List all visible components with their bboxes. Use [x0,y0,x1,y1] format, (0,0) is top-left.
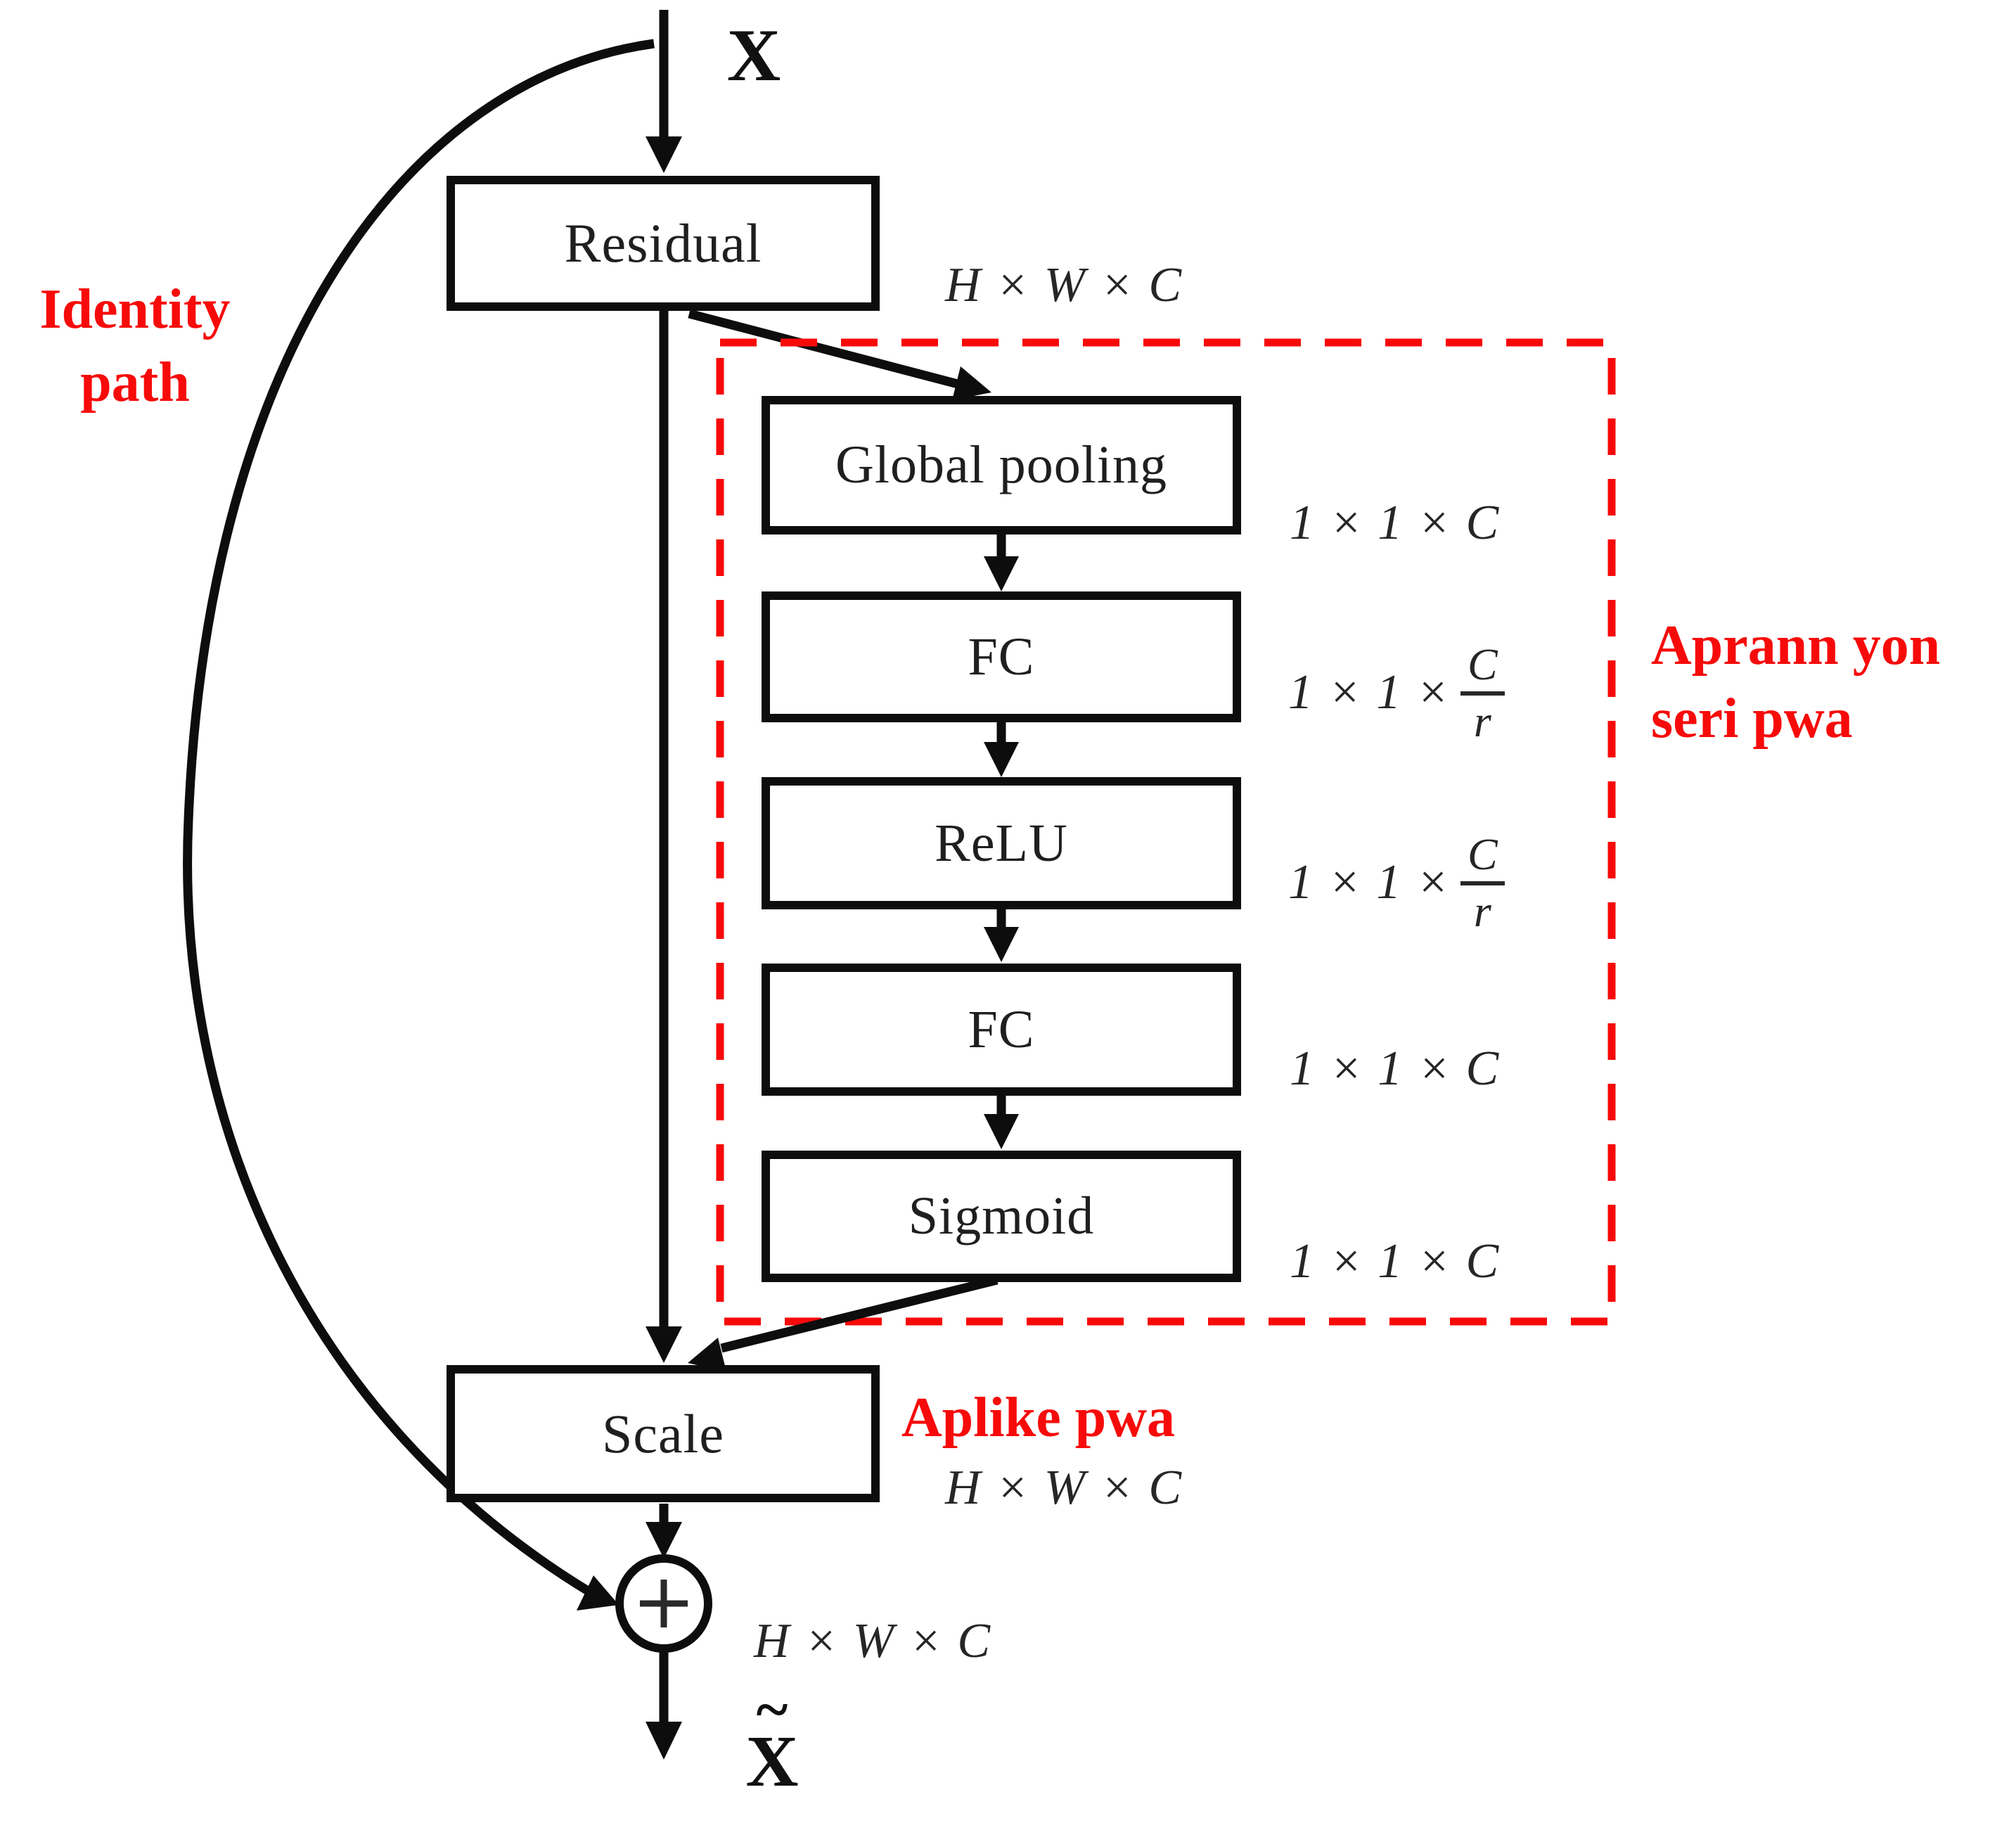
sigmoid-to-scale-arrowhead-icon [688,1338,726,1371]
scale-to-sum-arrowhead-icon [646,1522,682,1558]
fc1-dim-label: 1 × 1 × C r [1288,641,1505,745]
relu-dim-denominator: r [1473,886,1491,937]
learn-weights-annotation: Aprann yon seri pwa [1651,609,1940,755]
relu-dim-label: 1 × 1 × C r [1288,831,1505,935]
identity-path-line2: path [80,352,190,414]
output-tensor-symbol: ~ X [737,1675,807,1802]
relu-dim-numerator: C [1460,831,1505,886]
fc1-box: FC [762,591,1241,722]
relu-to-fc2-arrowhead-icon [984,927,1019,962]
fc1-dim-prefix: 1 × 1 × [1288,665,1451,720]
identity-path-curve [183,39,655,1595]
se-branch-dashed-box [716,338,1616,1326]
residual-to-pooling-line [688,309,959,389]
relu-label: ReLU [935,813,1068,873]
identity-path-line1: Identity [39,279,231,340]
sigmoid-dim-label: 1 × 1 × C [1290,1234,1501,1288]
residual-to-scale-arrowhead-icon [646,1326,682,1363]
apply-weights-annotation: Aplike pwa [901,1387,1175,1449]
fc2-to-sigmoid-arrowhead-icon [984,1114,1019,1149]
residual-dim-label: H × W × C [945,258,1183,312]
input-arrowhead-icon [646,136,682,173]
learn-weights-line1: Aprann yon [1651,615,1941,677]
sigmoid-box: Sigmoid [762,1151,1241,1282]
fc2-dim-label: 1 × 1 × C [1290,1042,1501,1096]
scale-dim-label: H × W × C [945,1461,1183,1515]
scale-label: Scale [602,1402,724,1464]
relu-box: ReLU [762,777,1241,909]
output-tilde: ~ [756,1675,788,1743]
output-base: X [745,1720,799,1802]
learn-weights-line2: seri pwa [1651,688,1853,750]
input-tensor-symbol: X [726,14,781,96]
scale-box: Scale [447,1365,880,1502]
fc1-dim-fraction: C r [1460,641,1505,745]
global-pooling-box: Global pooling [762,396,1241,535]
output-arrowhead-icon [646,1722,682,1760]
residual-to-pooling-arrowhead-icon [952,366,991,400]
sum-dim-label: H × W × C [754,1614,992,1668]
residual-box: Residual [447,176,880,311]
pooling-to-fc1-arrowhead-icon [984,556,1019,591]
global-pooling-label: Global pooling [835,435,1168,494]
fc1-label: FC [968,627,1035,686]
fc1-dim-denominator: r [1473,696,1491,747]
fc2-label: FC [968,999,1035,1059]
relu-dim-prefix: 1 × 1 × [1288,855,1451,910]
fc1-dim-numerator: C [1460,641,1505,696]
sigmoid-to-scale-line [720,1275,999,1353]
sigmoid-label: Sigmoid [908,1186,1095,1246]
global-pooling-dim-label: 1 × 1 × C [1290,496,1501,550]
identity-path-annotation: Identity path [8,273,262,419]
identity-path-arrowhead-icon [577,1575,619,1611]
residual-label: Residual [564,212,762,274]
fc2-box: FC [762,964,1241,1096]
relu-dim-fraction: C r [1460,831,1505,935]
fc1-to-relu-arrowhead-icon [984,742,1019,777]
